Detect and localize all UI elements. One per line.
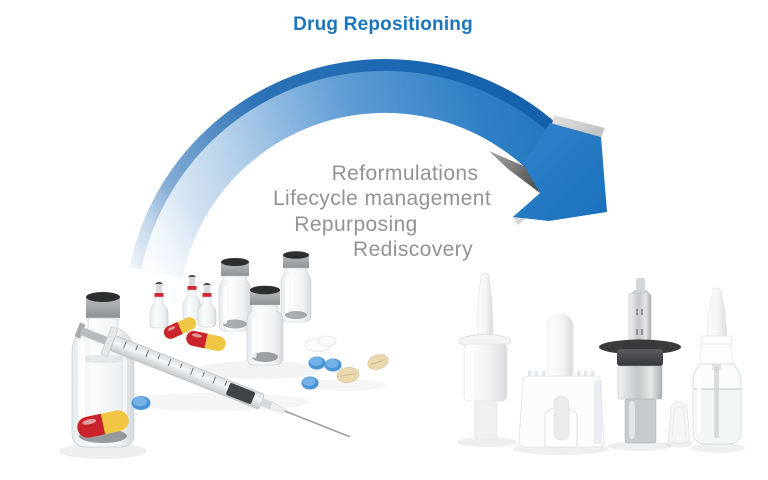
spray-bottle-with-nozzle bbox=[692, 287, 742, 445]
white-tablets bbox=[304, 335, 337, 352]
keyword-lifecycle-management: Lifecycle management bbox=[272, 187, 492, 210]
glass-vial bbox=[218, 258, 252, 332]
page-title: Drug Repositioning bbox=[293, 14, 473, 35]
keyword-repurposing: Repurposing bbox=[294, 213, 418, 236]
syringe-with-needle bbox=[74, 322, 351, 438]
glass-vial bbox=[280, 251, 312, 323]
nasal-spray-pump bbox=[458, 272, 512, 440]
arrow-head-top-bevel bbox=[552, 115, 605, 137]
red-yellow-capsules bbox=[77, 317, 226, 438]
dose-sprayer-on-base bbox=[518, 313, 605, 448]
beige-tablets bbox=[336, 354, 389, 383]
blue-tablets bbox=[131, 356, 342, 410]
ampoules bbox=[149, 275, 217, 329]
metal-sprayer-black-flange bbox=[599, 278, 681, 444]
arrow-band bbox=[129, 58, 567, 279]
glass-vial bbox=[246, 285, 284, 366]
arrow-head bbox=[513, 123, 607, 221]
arrow-underside-shadow bbox=[489, 151, 540, 193]
translucent-cone-cap bbox=[667, 401, 691, 444]
glass-vial-cluster bbox=[218, 251, 312, 366]
keyword-rediscovery: Rediscovery bbox=[353, 238, 473, 261]
keyword-reformulations: Reformulations bbox=[331, 162, 479, 185]
ground-shadows bbox=[457, 437, 745, 455]
